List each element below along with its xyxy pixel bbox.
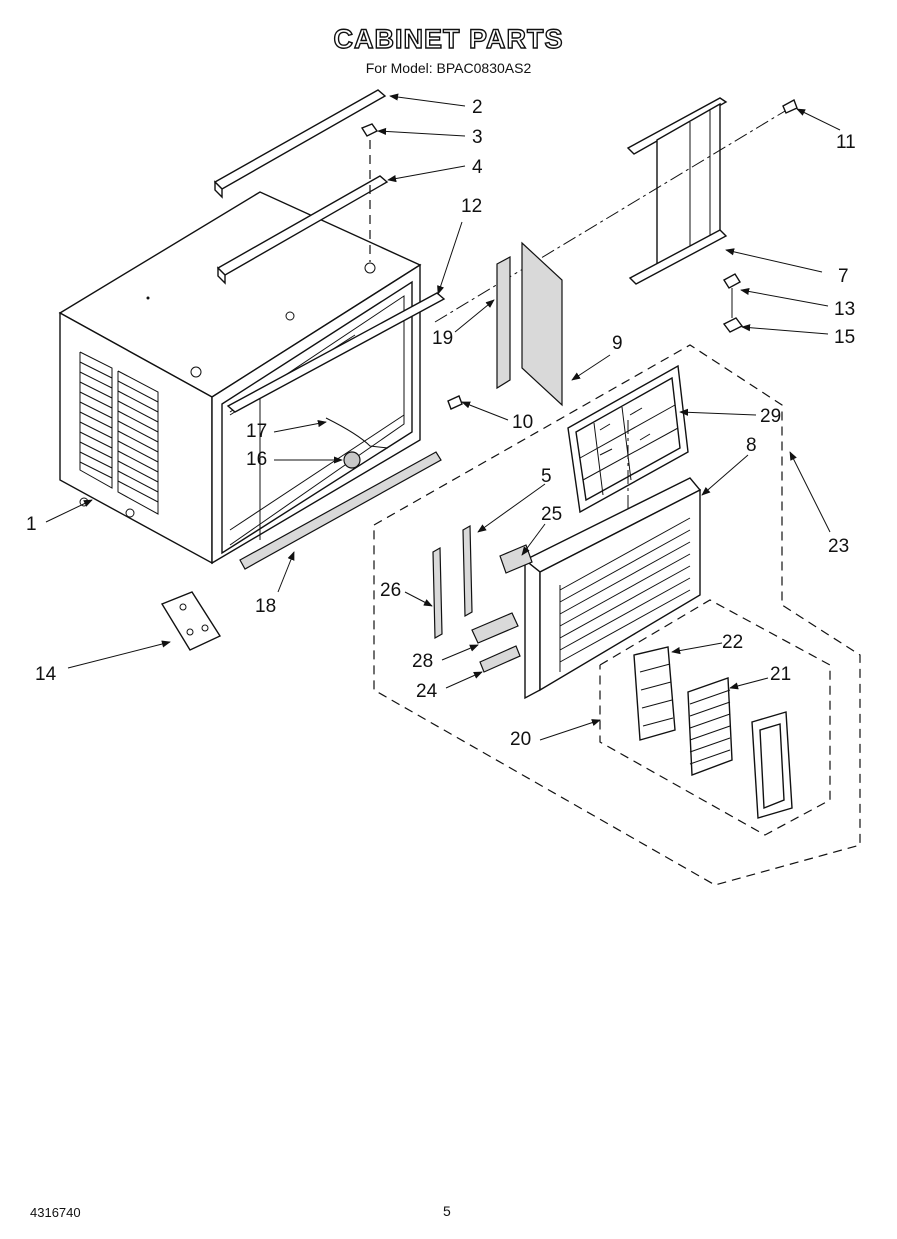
assembly-outline-part-23 (373, 344, 861, 886)
callout-14: 14 (35, 664, 57, 685)
louver-assembly-part-22 (633, 646, 676, 741)
rail-part-12 (226, 292, 446, 413)
callout-23: 23 (828, 536, 849, 557)
callout-7: 7 (838, 266, 849, 287)
side-louvers (79, 351, 159, 518)
callout-4: 4 (472, 157, 483, 178)
callout-15: 15 (834, 327, 855, 348)
callout-arrows (45, 93, 841, 741)
foam-seal-part-19 (496, 255, 511, 390)
callout-19: 19 (432, 328, 453, 349)
page-number: 5 (443, 1203, 451, 1219)
callout-1: 1 (26, 514, 37, 535)
callout-22: 22 (722, 632, 743, 653)
air-filter-part-29 (567, 364, 689, 560)
callout-2: 2 (472, 97, 483, 118)
callout-25: 25 (541, 504, 562, 525)
foam-strip-part-26 (432, 546, 443, 640)
callout-16: 16 (246, 449, 267, 470)
foam-block-part-24 (479, 645, 521, 673)
model-subtitle: For Model: BPAC0830AS2 (365, 60, 532, 76)
callout-8: 8 (746, 435, 757, 456)
louver-frame (751, 711, 793, 819)
foam-pad-part-9 (521, 241, 563, 407)
callout-17: 17 (246, 421, 267, 442)
callout-28: 28 (412, 651, 433, 672)
screw-part-3 (360, 123, 379, 262)
callout-11: 11 (836, 132, 856, 153)
callout-13: 13 (834, 299, 855, 320)
screw-part-10 (447, 395, 463, 410)
bracket-part-14 (160, 591, 222, 651)
clip-part-15 (722, 317, 744, 333)
cabinet-shell (58, 191, 422, 565)
wire-and-grommet (325, 417, 389, 469)
foam-block-part-28 (471, 612, 519, 644)
screw-part-11 (782, 98, 798, 114)
callout-20: 20 (510, 729, 531, 750)
callout-21: 21 (770, 664, 791, 685)
document-number: 4316740 (30, 1205, 81, 1220)
louver-assembly-part-21 (687, 677, 733, 776)
callout-12: 12 (461, 196, 482, 217)
callout-18: 18 (255, 596, 276, 617)
diagram-title: CABINET PARTS (333, 23, 564, 54)
callout-26: 26 (380, 580, 401, 601)
side-curtain-part-7 (434, 97, 791, 323)
front-grille-part-8 (523, 477, 702, 700)
bottom-rail-part-18 (239, 451, 442, 570)
screw-part-13 (723, 273, 741, 318)
assembly-outline-part-20 (599, 599, 831, 836)
top-rail-part-2 (213, 89, 387, 199)
foam-strip-part-5 (462, 524, 473, 618)
callout-3: 3 (472, 127, 483, 148)
callout-9: 9 (612, 333, 623, 354)
callout-5: 5 (541, 466, 552, 487)
rail-part-4 (216, 175, 389, 285)
callout-24: 24 (416, 681, 438, 702)
callout-10: 10 (512, 412, 533, 433)
callout-29: 29 (760, 406, 781, 427)
